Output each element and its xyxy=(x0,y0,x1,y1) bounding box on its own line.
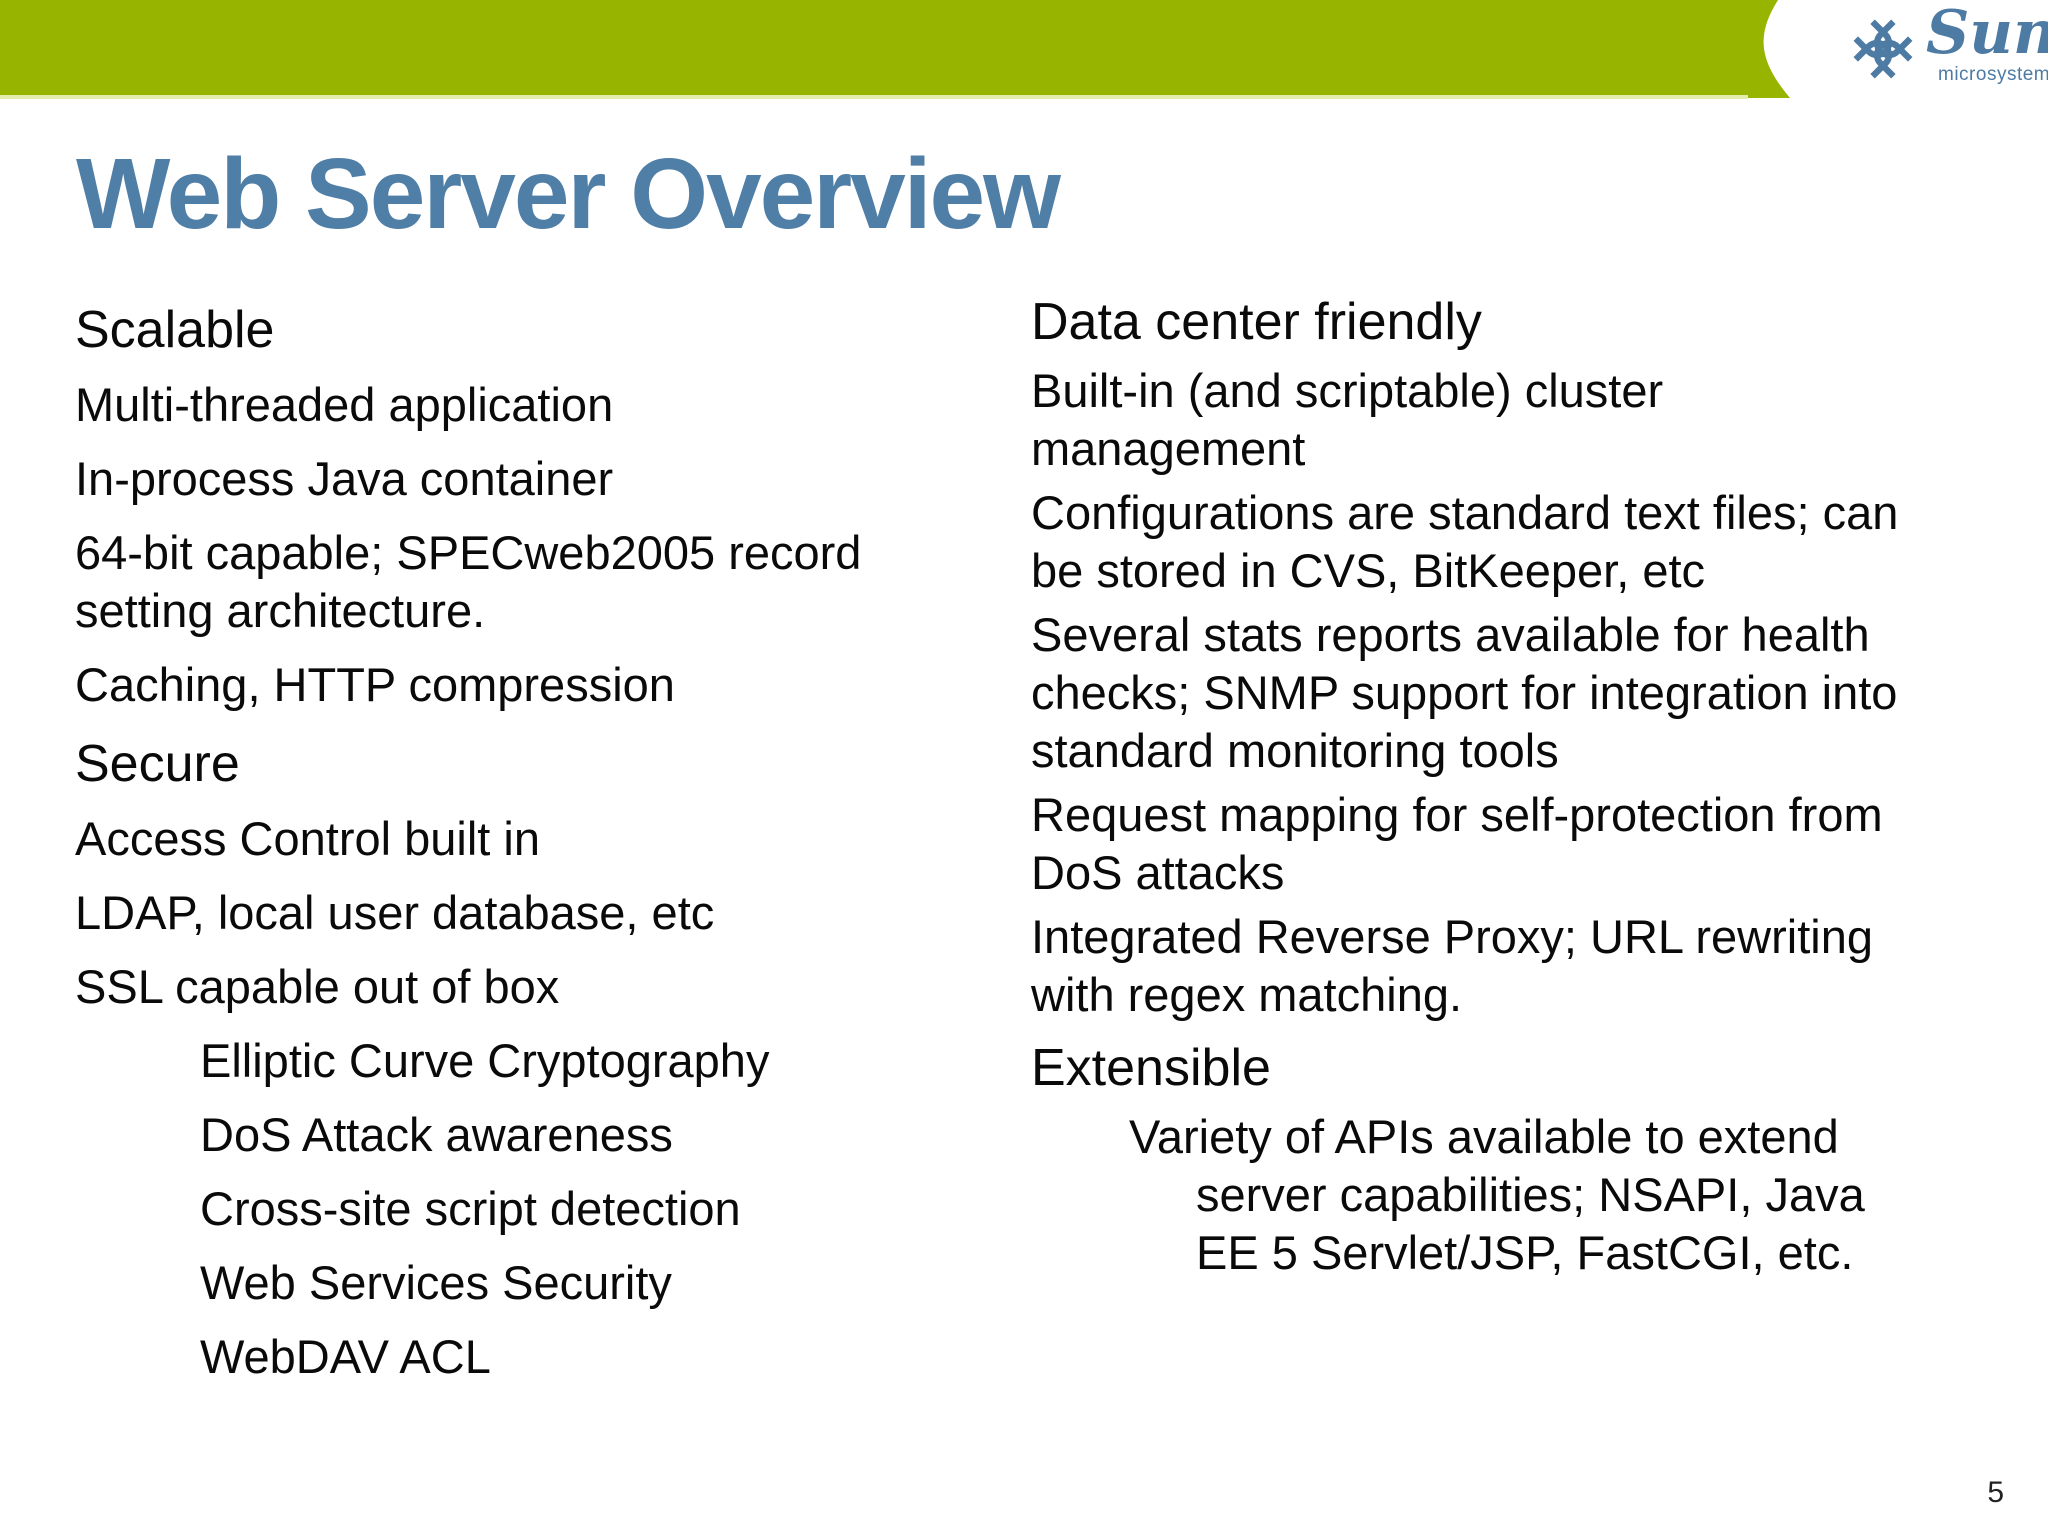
bullet-item: In-process Java container xyxy=(75,452,614,505)
bullet-item: Integrated Reverse Proxy; URL rewriting … xyxy=(1031,910,1873,1021)
page-title: Web Server Overview xyxy=(76,138,1061,250)
bullet-item: Request mapping for self-protection from… xyxy=(1031,788,1883,899)
sub-bullet-item: WebDAV ACL xyxy=(200,1330,491,1383)
sun-wordmark-subtext: microsystems xyxy=(1938,64,2048,85)
section-heading: Data center friendly xyxy=(1031,293,1482,351)
bullet-item: 64-bit capable; SPECweb2005 record setti… xyxy=(75,526,862,637)
header-bar: Sun microsystems xyxy=(0,0,2048,99)
sub-bullet-item: Cross-site script detection xyxy=(200,1182,741,1235)
page-number: 5 xyxy=(1987,1476,2004,1509)
sub-bullet-item: Web Services Security xyxy=(200,1256,672,1309)
bullet-item: LDAP, local user database, etc xyxy=(75,886,715,939)
sun-logo-icon xyxy=(1853,19,1913,79)
bullet-item: Access Control built in xyxy=(75,812,540,865)
header-wave-shape xyxy=(1763,0,2048,98)
sun-wordmark: Sun xyxy=(1926,0,2048,68)
sub-bullet-item: Variety of APIs available to extend serv… xyxy=(1129,1110,1865,1279)
section-heading: Extensible xyxy=(1031,1039,1271,1097)
bullet-item: Multi-threaded application xyxy=(75,378,614,431)
sub-bullet-item: Elliptic Curve Cryptography xyxy=(200,1034,770,1087)
bullet-item: SSL capable out of box xyxy=(75,960,560,1013)
bullet-item: Caching, HTTP compression xyxy=(75,658,675,711)
sun-logo-block: Sun microsystems xyxy=(1748,0,2048,98)
header-bar-underline xyxy=(0,95,1748,99)
section-heading: Secure xyxy=(75,735,240,793)
bullet-item: Several stats reports available for heal… xyxy=(1031,608,1898,777)
section-heading: Scalable xyxy=(75,301,275,359)
sub-bullet-item: DoS Attack awareness xyxy=(200,1108,673,1161)
bullet-item: Built-in (and scriptable) cluster manage… xyxy=(1031,364,1664,475)
bullet-item: Configurations are standard text files; … xyxy=(1031,486,1899,597)
